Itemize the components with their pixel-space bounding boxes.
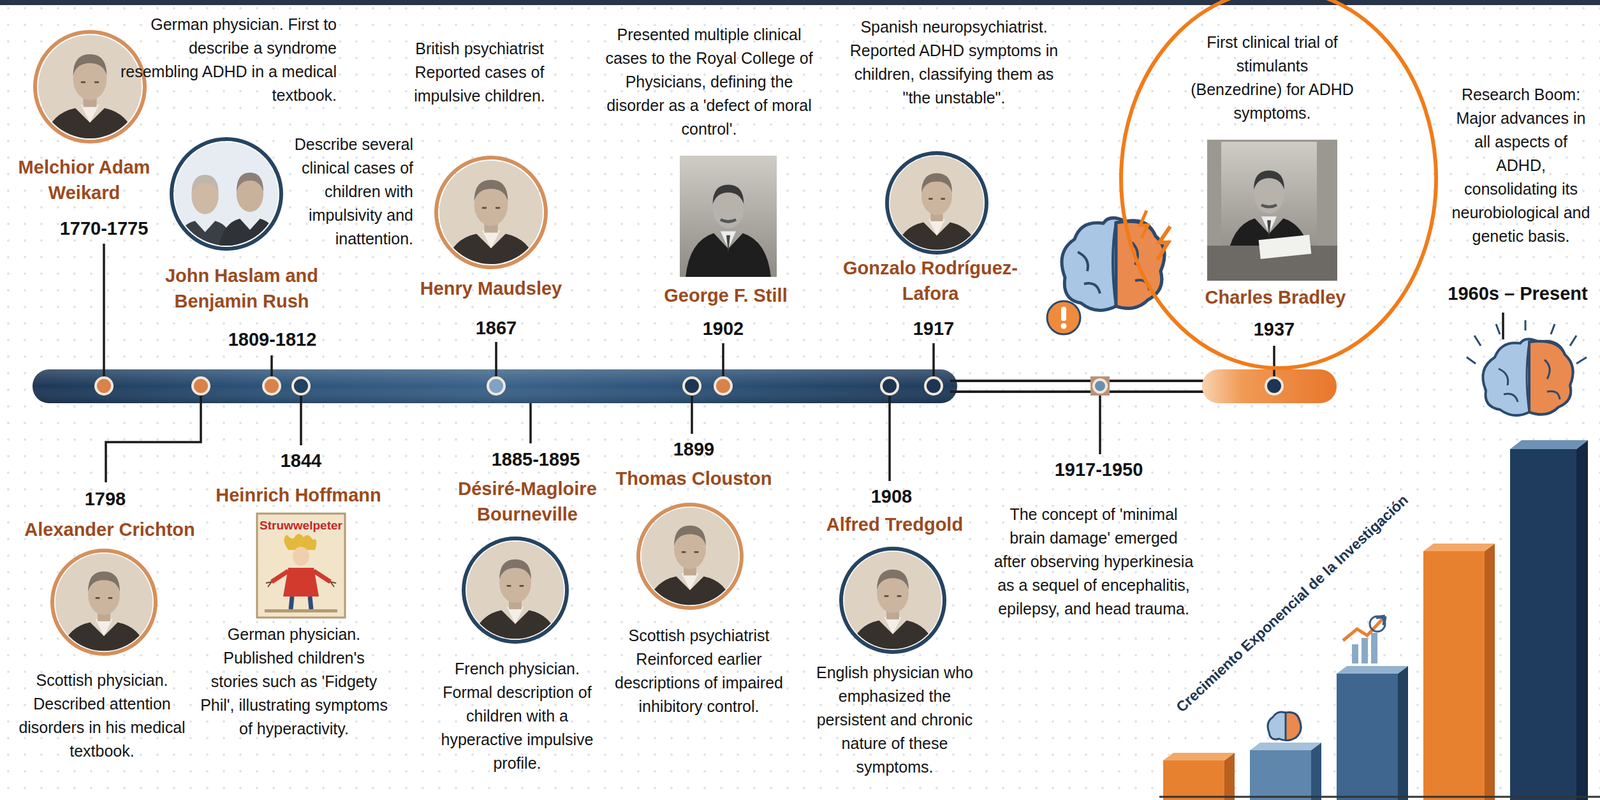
description-text: French physician. Formal description of … [433,656,601,775]
year-label: 1798 [54,485,157,512]
year-label: 1770-1775 [40,215,168,242]
person-name: Melchior Adam Weikard [7,154,161,206]
year-label: 1937 [1226,316,1322,342]
person-name: Henry Maudsley [401,275,581,301]
person-name: Alfred Tredgold [805,511,984,537]
description-text: Scottish psychiatrist Reinforced earlier… [612,623,786,719]
description-text: Presented multiple clinical cases to the… [603,22,815,141]
description-text: The concept of 'minimal brain damage' em… [991,502,1196,621]
axis-caption: Crecimiento Exponencial de la Investigac… [1172,491,1412,717]
person-name: Alexander Crichton [4,516,215,543]
person-name: Gonzalo Rodríguez-Lafora [834,255,1027,307]
year-label: 1844 [253,447,349,474]
description-text: Research Boom: Major advances in all asp… [1450,82,1592,249]
description-text: German physician. Published children's s… [198,622,390,741]
description-text: First clinical trial of stimulants (Benz… [1189,30,1356,125]
year-label: 1960s – Present [1438,280,1598,307]
book-title: Struwwelpeter [258,517,344,534]
description-text: English physician who emphasized the per… [811,660,979,779]
description-text: British psychiatrist Reported cases of i… [403,36,557,108]
person-name: George F. Still [636,282,815,309]
person-name: Thomas Clouston [598,465,790,492]
year-label: 1809-1812 [208,326,337,353]
ellipse-stroke [1121,0,1437,368]
year-label: 1867 [448,315,544,341]
description-text: German physician. First to describe a sy… [119,12,337,108]
person-name: Charles Bradley [1179,284,1372,310]
year-label: 1917-1950 [1034,456,1163,483]
year-label: 1908 [843,483,940,509]
description-text: Describe several clinical cases of child… [253,132,414,251]
description-text: Spanish neuropsychiatrist. Reported ADHD… [848,15,1060,110]
year-label: 1917 [885,315,982,342]
ellipse-outline [1119,0,1439,370]
person-name: Désiré-Magloire Bourneville [431,475,624,527]
year-label: 1902 [675,315,771,342]
person-name: Heinrich Hoffmann [202,482,395,508]
highlight-ellipse: First clinical trial of stimulants (Benz… [1119,0,1439,370]
year-label: 1885-1895 [471,446,600,472]
description-text: Scottish physician. Described attention … [12,668,192,763]
person-name: John Haslam and Benjamin Rush [149,262,335,314]
year-label: 1899 [645,436,742,462]
